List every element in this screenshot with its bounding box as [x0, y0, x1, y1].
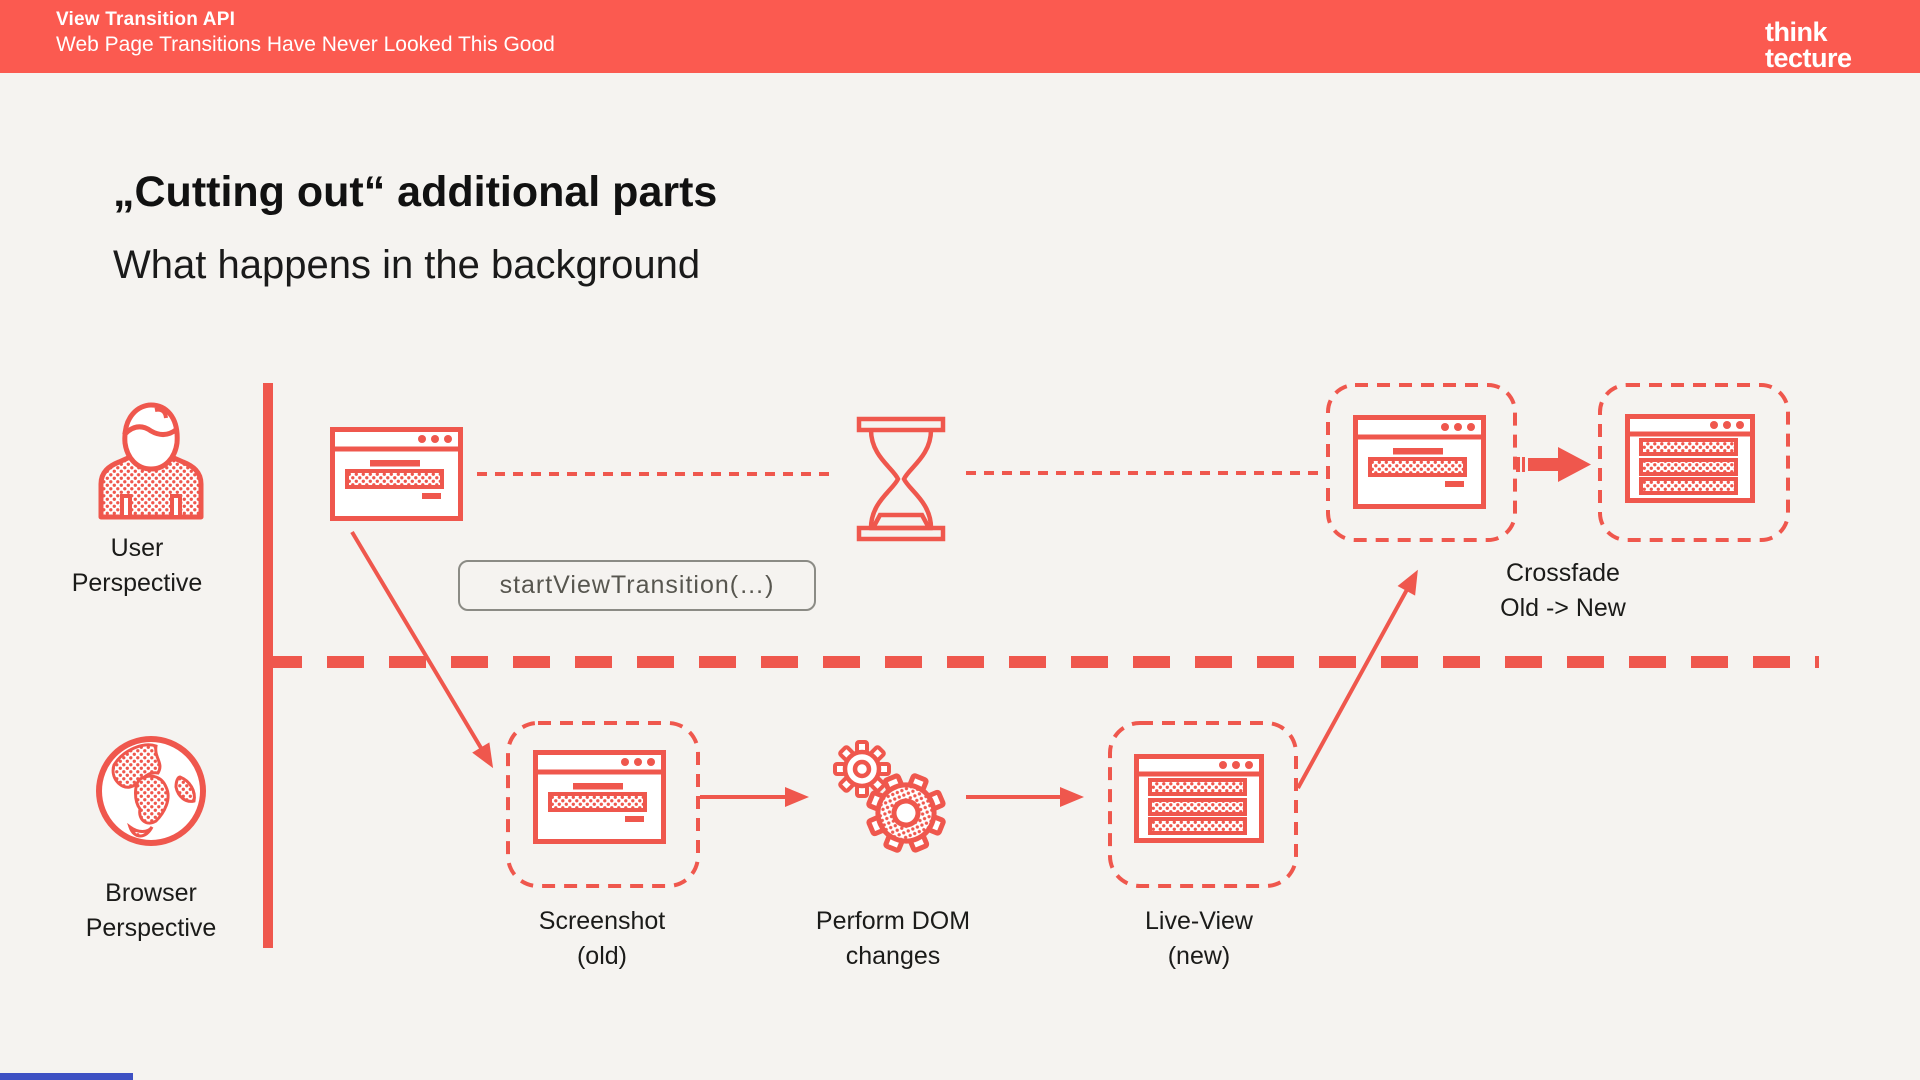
browser-perspective-line-2: Perspective [85, 914, 217, 942]
screenshot-browser-icon [536, 753, 664, 842]
user-icon [98, 402, 204, 520]
crossfade-new-box [1598, 383, 1790, 542]
crossfade-new-browser-icon [1628, 417, 1753, 501]
liveview-browser-icon [1137, 757, 1262, 841]
progress-bar [0, 1073, 133, 1080]
liveview-label: Live-View (new) [1089, 904, 1309, 974]
perform-dom-line-2: changes [845, 942, 941, 970]
logo-line-1: think [1765, 17, 1827, 47]
crossfade-old-browser-icon [1356, 418, 1484, 507]
slide-subtitle: What happens in the background [113, 243, 701, 287]
crossfade-arrow-icon [1516, 447, 1591, 482]
arrow-old-to-screenshot [350, 530, 494, 769]
liveview-box [1108, 721, 1298, 888]
screenshot-line-1: Screenshot [538, 907, 666, 935]
browser-perspective-line-1: Browser [105, 879, 197, 907]
crossfade-line-2: Old -> New [1500, 594, 1626, 622]
hourglass-icon [856, 416, 946, 542]
screenshot-line-2: (old) [576, 942, 627, 970]
presentation-subtitle: Web Page Transitions Have Never Looked T… [56, 33, 555, 56]
perform-dom-line-1: Perform DOM [815, 907, 971, 935]
globe-icon [96, 736, 206, 846]
liveview-line-1: Live-View [1145, 907, 1253, 935]
user-perspective-line-1: User [110, 534, 164, 562]
presentation-title: View Transition API [56, 9, 236, 30]
user-perspective-line-2: Perspective [71, 569, 203, 597]
gears-icon [833, 740, 946, 853]
crossfade-line-1: Crossfade [1506, 559, 1620, 587]
header-bar: View Transition API Web Page Transitions… [0, 0, 1920, 73]
screenshot-box [506, 721, 700, 888]
slide-title: „Cutting out“ additional parts [113, 168, 718, 216]
crossfade-label: Crossfade Old -> New [1448, 556, 1678, 626]
browser-perspective-label: Browser Perspective [31, 876, 271, 946]
screenshot-label: Screenshot (old) [492, 904, 712, 974]
liveview-line-2: (new) [1167, 942, 1231, 970]
perform-dom-label: Perform DOM changes [783, 904, 1003, 974]
thinktecture-logo: think tecture [1765, 17, 1852, 73]
logo-line-2: tecture [1765, 43, 1852, 73]
crossfade-old-box [1326, 383, 1517, 542]
start-view-transition-box: startViewTransition(…) [458, 560, 816, 611]
arrow-liveview-to-crossfade [1296, 569, 1418, 789]
start-view-transition-label: startViewTransition(…) [499, 571, 775, 599]
user-perspective-label: User Perspective [27, 531, 247, 601]
browser-window-icon [333, 430, 461, 519]
